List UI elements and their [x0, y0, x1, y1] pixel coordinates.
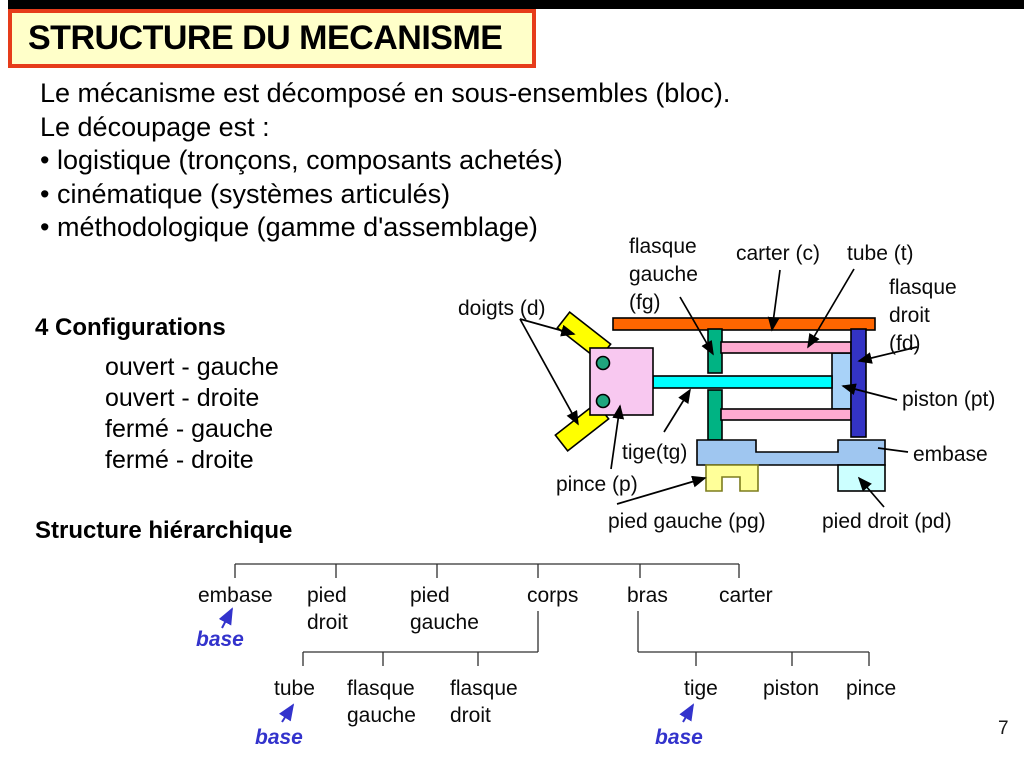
base-arrow-embase: [218, 607, 233, 629]
tree-node-tube: tube: [274, 677, 315, 700]
pince-pivot-lower: [595, 393, 611, 409]
carter-shape: [612, 317, 876, 331]
flasque-gauche-lower-shape: [707, 389, 723, 441]
pied-droit-label: pied droit (pd): [822, 510, 952, 533]
pince-label: pince (p): [556, 473, 638, 496]
page-title: STRUCTURE DU MECANISME: [28, 19, 503, 57]
tree-node-flasque-gauche: flasque gauche: [347, 677, 416, 727]
tree-node-embase: embase: [198, 584, 273, 607]
base-arrow-tige: [679, 703, 695, 723]
pied-gauche-label: pied gauche (pg): [608, 510, 766, 533]
base-annotation-embase: base: [196, 628, 244, 651]
pince-arrow: [610, 404, 625, 470]
flasque-gauche-arrow: [679, 296, 714, 356]
piston-label: piston (pt): [902, 388, 996, 411]
embase-leader-line: [877, 447, 909, 453]
piston-arrow: [841, 383, 898, 401]
pied-gauche-shape: [705, 464, 759, 492]
tree-node-bras: bras: [627, 584, 668, 607]
tube-arrow: [807, 268, 855, 349]
tree-node-flasque-droit: flasque droit: [450, 677, 518, 727]
carter-label: carter (c): [736, 242, 820, 265]
flasque-droit-label: flasque droit (fd): [889, 276, 957, 355]
intro-text: Le mécanisme est décomposé en sous-ensem…: [40, 78, 731, 242]
configurations-heading: 4 Configurations: [35, 314, 226, 341]
tree-node-corps: corps: [527, 584, 579, 607]
base-arrow-tube: [278, 703, 295, 723]
pied-gauche-arrow: [616, 475, 707, 505]
pied-droit-shape: [837, 464, 886, 492]
piston-shape: [831, 352, 852, 410]
top-decoration-bar: [8, 0, 1024, 9]
tige-label: tige(tg): [622, 441, 688, 464]
title-box: STRUCTURE DU MECANISME: [8, 9, 536, 68]
doigts-arrow-upper: [519, 318, 576, 337]
tube-label: tube (t): [847, 242, 914, 265]
tree-node-pied-droit: pied droit: [307, 584, 348, 634]
flasque-droit-shape: [850, 328, 867, 438]
configurations-list: ouvert - gauche ouvert - droite fermé - …: [105, 353, 279, 474]
tube-lower-shape: [720, 408, 852, 421]
tige-shape: [652, 375, 833, 389]
tree-node-pince: pince: [846, 677, 897, 700]
page-number: 7: [998, 718, 1009, 739]
hierarchy-heading: Structure hiérarchique: [35, 517, 293, 544]
doigts-arrow-lower: [519, 318, 579, 426]
flasque-gauche-upper-shape: [707, 328, 723, 374]
tige-arrow: [663, 388, 691, 433]
pince-pivot-upper: [595, 355, 611, 371]
base-annotation-tige: base: [655, 726, 703, 749]
base-annotation-tube: base: [255, 726, 303, 749]
doigts-label: doigts (d): [458, 297, 546, 320]
flasque-droit-arrow: [857, 346, 918, 364]
tree-node-piston: piston: [763, 677, 820, 700]
embase-label: embase: [913, 443, 988, 466]
tube-upper-shape: [720, 341, 852, 354]
pied-droit-arrow: [857, 476, 885, 508]
tree-node-tige: tige: [684, 677, 718, 700]
tree-node-carter: carter: [719, 584, 773, 607]
embase-shape: [696, 439, 886, 466]
carter-arrow: [767, 269, 781, 332]
flasque-gauche-label: flasque gauche (fg): [629, 235, 698, 314]
tree-lines: [234, 563, 870, 666]
tree-node-pied-gauche: pied gauche: [410, 584, 479, 634]
